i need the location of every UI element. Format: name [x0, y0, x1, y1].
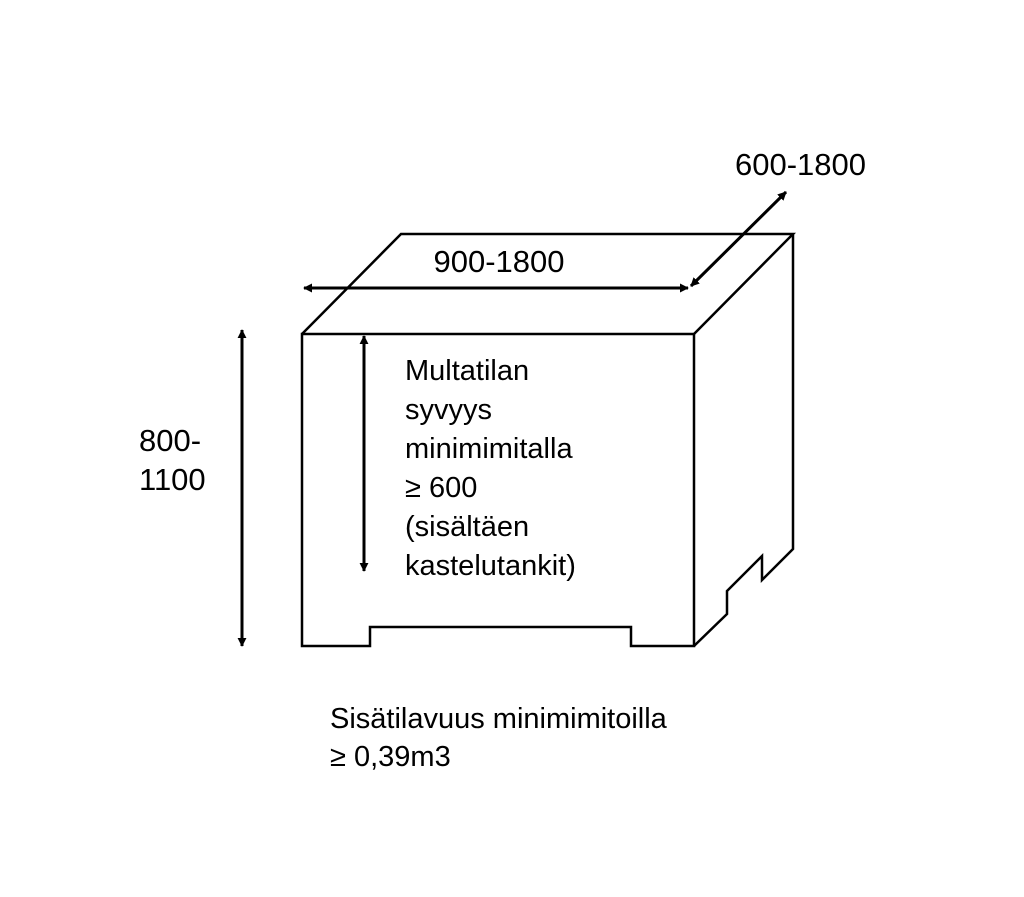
- soil-depth-note-line: minimimitalla: [405, 433, 573, 465]
- box-side-face: [693, 234, 795, 647]
- volume-note-line: ≥ 0,39m3: [330, 741, 451, 773]
- soil-depth-note-line: Multatilan: [405, 355, 529, 387]
- height-label: 800- 1100: [139, 423, 210, 497]
- height-label-line: 1100: [139, 462, 206, 497]
- height-label-line: 800-: [139, 423, 201, 458]
- soil-depth-note-line: syvyys: [405, 394, 492, 426]
- soil-depth-note: Multatilan syvyys minimimitalla ≥ 600 (s…: [405, 355, 581, 582]
- box-front-face: [300, 332, 696, 648]
- dimension-arrows: [237, 190, 788, 647]
- volume-note-line: Sisätilavuus minimimitoilla: [330, 703, 668, 735]
- depth-dimension-arrow: [689, 190, 788, 288]
- soil-depth-note-line: kastelutankit): [405, 550, 576, 582]
- soil-depth-note-line: (sisältäen: [405, 511, 529, 543]
- soil-depth-note-line: ≥ 600: [405, 472, 477, 504]
- volume-note: Sisätilavuus minimimitoilla ≥ 0,39m3: [330, 703, 675, 773]
- width-label: 900-1800: [433, 244, 564, 279]
- depth-label: 600-1800: [735, 147, 866, 182]
